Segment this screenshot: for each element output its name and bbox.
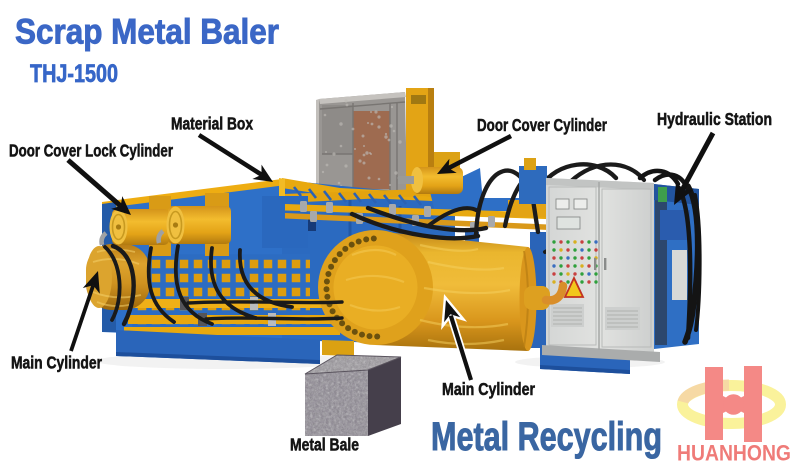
- svg-text:Door Cover Cylinder: Door Cover Cylinder: [477, 115, 607, 135]
- svg-text:Main Cylinder: Main Cylinder: [11, 352, 102, 372]
- svg-text:Material Box: Material Box: [171, 114, 253, 134]
- svg-text:Metal Recycling: Metal Recycling: [431, 415, 662, 459]
- svg-text:HUANHONG: HUANHONG: [677, 441, 791, 464]
- svg-text:Scrap Metal Baler: Scrap Metal Baler: [15, 13, 279, 52]
- svg-text:THJ-1500: THJ-1500: [30, 60, 118, 88]
- svg-text:Metal Bale: Metal Bale: [290, 435, 359, 455]
- svg-text:Door Cover Lock Cylinder: Door Cover Lock Cylinder: [9, 140, 173, 160]
- svg-text:Hydraulic Station: Hydraulic Station: [657, 109, 772, 129]
- svg-text:Main Cylinder: Main Cylinder: [442, 379, 535, 399]
